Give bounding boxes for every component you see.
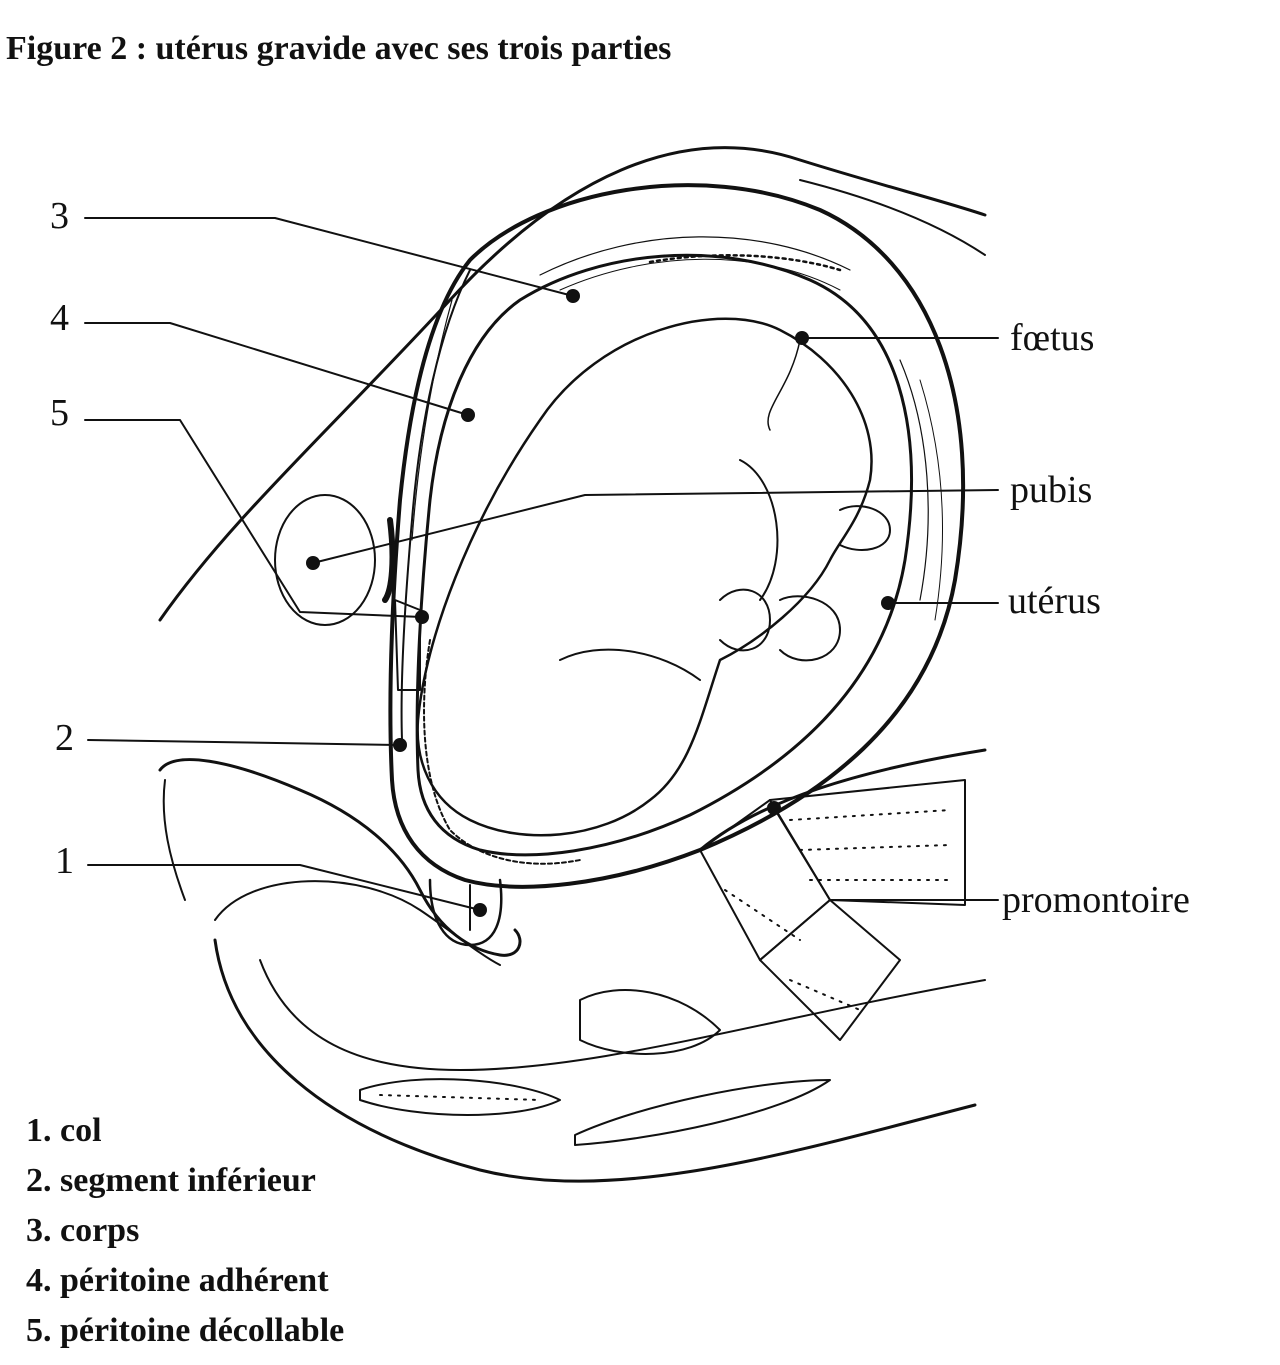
dot-foetus: [795, 331, 809, 345]
label-pubis: pubis: [1010, 469, 1092, 511]
legend-item: 4. péritoine adhérent: [26, 1262, 329, 1299]
label-promontoire: promontoire: [1002, 879, 1190, 921]
legend-item: 3. corps: [26, 1212, 140, 1249]
dot-5: [415, 610, 429, 624]
leader-3: [84, 217, 574, 297]
posterior-curve: [213, 938, 977, 1183]
leader-promontoire: [773, 807, 999, 901]
fetus-outline: [416, 317, 873, 837]
label-foetus: fœtus: [1010, 317, 1094, 359]
callout-number-3: 3: [50, 195, 69, 237]
dot-uterus: [881, 596, 895, 610]
leader-4: [84, 322, 469, 416]
label-uterus: utérus: [1008, 580, 1101, 622]
leader-2: [87, 739, 401, 746]
legend: 1. col 2. segment inférieur 3. corps 4. …: [26, 1108, 344, 1358]
callout-number-1: 1: [55, 840, 74, 882]
abdominal-wall: [158, 146, 987, 622]
callout-number-5: 5: [50, 392, 69, 434]
dot-promontoire: [767, 801, 781, 815]
leader-pubis: [312, 489, 999, 564]
callout-number-4: 4: [50, 297, 69, 339]
cervix: [428, 878, 503, 947]
dot-3: [566, 289, 580, 303]
legend-item: 2. segment inférieur: [26, 1162, 316, 1199]
leader-5: [84, 419, 423, 618]
pubis-bone: [274, 494, 376, 626]
bladder: [158, 758, 522, 957]
dot-2: [393, 738, 407, 752]
fetal-head: [423, 639, 581, 865]
peritoneum-anterior: [400, 269, 471, 741]
back-contour: [799, 179, 986, 256]
legend-item: 5. péritoine décollable: [26, 1312, 345, 1349]
dot-4: [461, 408, 475, 422]
dot-pubis: [306, 556, 320, 570]
dot-1: [473, 903, 487, 917]
legend-item: 1. col: [26, 1112, 102, 1149]
uterus-inner: [415, 253, 913, 857]
figure-title: Figure 2 : utérus gravide avec ses trois…: [6, 30, 672, 67]
leader-1: [87, 864, 481, 911]
callout-number-2: 2: [55, 717, 74, 759]
uterus-outer: [388, 183, 966, 889]
